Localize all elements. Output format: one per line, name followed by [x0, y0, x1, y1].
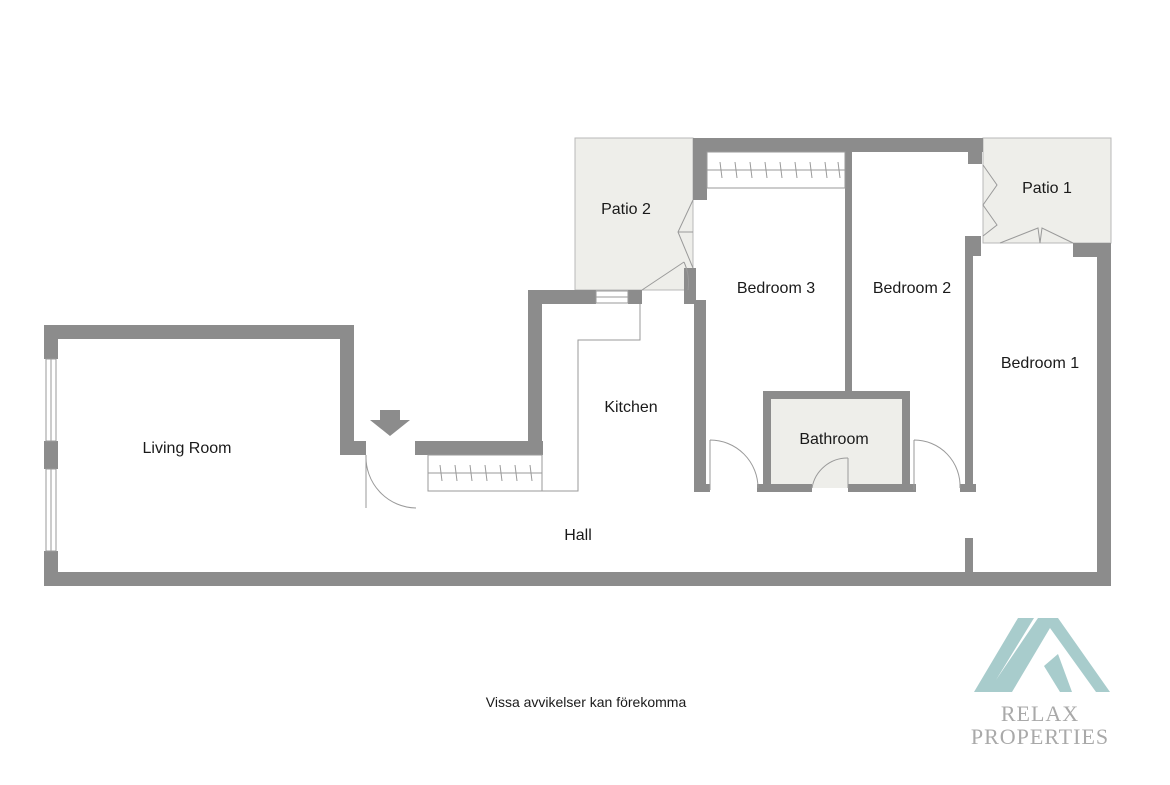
mountain-logo-icon	[974, 618, 1110, 692]
hall-label: Hall	[564, 527, 592, 544]
living-room-label: Living Room	[143, 440, 232, 457]
disclaimer-text: Vissa avvikelser kan förekomma	[486, 694, 687, 710]
wardrobes	[427, 151, 846, 492]
kitchen-counter	[542, 304, 641, 492]
bathroom-label: Bathroom	[799, 431, 868, 448]
patio-1-area	[982, 137, 1112, 244]
windows	[45, 290, 629, 552]
patio-2-label: Patio 2	[601, 201, 651, 218]
bedroom-1-label: Bedroom 1	[1001, 355, 1079, 372]
wardrobe-hatching	[439, 161, 841, 482]
walls	[44, 138, 1111, 586]
patio-1-label: Patio 1	[1022, 180, 1072, 197]
bathroom-area	[770, 398, 905, 488]
entrance-arrow-icon	[370, 410, 410, 436]
patio-2-area	[574, 137, 694, 291]
kitchen-label: Kitchen	[604, 399, 657, 416]
brand-line-2: PROPERTIES	[971, 724, 1109, 749]
brand-line-1: RELAX	[1001, 701, 1079, 726]
doors	[365, 164, 1074, 509]
bedroom-3-label: Bedroom 3	[737, 280, 815, 297]
bedroom-2-label: Bedroom 2	[873, 280, 951, 297]
